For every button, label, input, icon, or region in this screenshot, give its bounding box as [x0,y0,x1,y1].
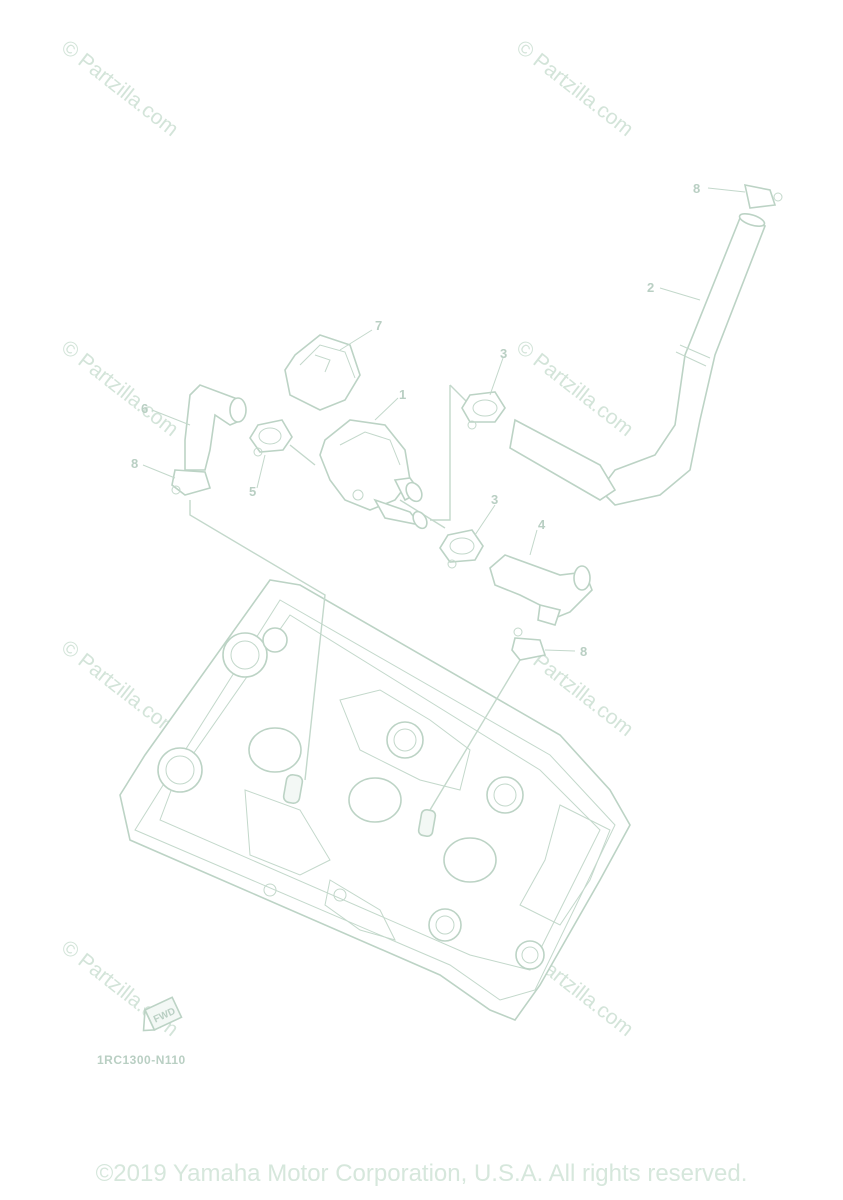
clamp-part-3-lower [439,529,484,569]
elbow-hose-part-4 [489,554,593,626]
watermark: © Partzilla.com [512,36,638,141]
watermark: © Partzilla.com [57,36,183,141]
cover-part-7 [284,334,361,411]
watermark: © Partzilla.com [57,336,183,441]
elbow-hose-part-6 [184,384,247,471]
clamp-part-3-upper [461,391,506,430]
callout-label: 5 [249,484,256,499]
callout-label: 8 [131,456,138,471]
hose-part-2 [509,212,767,506]
callout-label: 3 [500,346,507,361]
callout-label: 1 [399,387,406,402]
callout-label: 2 [647,280,654,295]
forward-arrow-icon: FWD [142,996,183,1032]
leader-lines [189,384,521,811]
callout-label: 4 [538,517,546,532]
callout-numbers: 8 2 7 1 3 6 8 5 3 4 8 [131,181,700,659]
callout-label: 3 [491,492,498,507]
callout-label: 6 [141,401,148,416]
callout-label: 8 [693,181,700,196]
valve-part-1 [319,419,428,530]
watermark: © Partzilla.com [512,336,638,441]
clamp-part-8-top [743,183,783,209]
copyright-notice: ©2019 Yamaha Motor Corporation, U.S.A. A… [95,1160,748,1187]
clamp-part-8-left [171,469,212,496]
watermark: © Partzilla.com [57,636,183,741]
callout-label: 7 [375,318,382,333]
clamp-part-8-right [511,627,547,661]
callout-label: 8 [580,644,587,659]
diagram-part-code: 1RC1300-N110 [97,1053,186,1067]
cylinder-head-cover [119,579,631,1021]
callout-leaders [142,187,746,652]
clamp-part-5 [249,419,293,457]
